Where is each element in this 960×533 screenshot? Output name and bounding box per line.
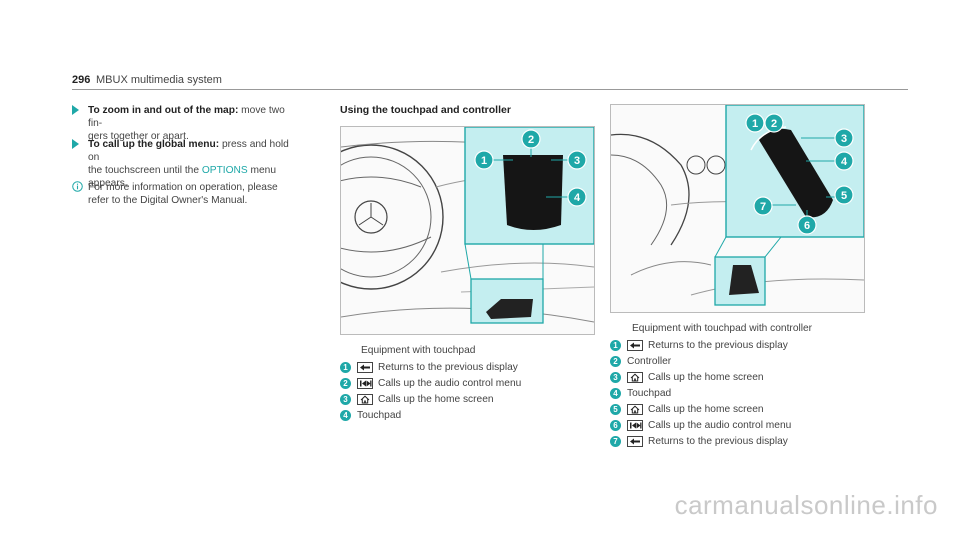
legend-item: 2 Controller xyxy=(610,354,791,370)
controller-illustration: 1 2 3 4 5 6 7 xyxy=(610,104,865,313)
svg-text:2: 2 xyxy=(771,118,777,130)
audio-icon xyxy=(357,377,373,389)
callout-2: 2 xyxy=(764,113,784,133)
page-number: 296 xyxy=(72,74,91,86)
right-caption: Equipment with touchpad with controller xyxy=(632,323,813,334)
audio-icon xyxy=(627,419,643,431)
legend-item: 4 Touchpad xyxy=(610,386,791,402)
home-icon xyxy=(627,371,643,383)
header-rule xyxy=(72,89,908,90)
callout-number: 7 xyxy=(610,435,621,447)
legend-item: 6 Calls up the audio control menu xyxy=(610,418,791,434)
callout-number: 2 xyxy=(340,377,351,389)
legend-label: Touchpad xyxy=(627,388,672,399)
legend-label: Returns to the previous display xyxy=(648,436,788,447)
legend-label: Controller xyxy=(627,356,672,367)
back-arrow-icon xyxy=(627,435,643,447)
callout-3: 3 xyxy=(551,150,587,170)
callout-7: 7 xyxy=(753,196,796,216)
callout-4: 4 xyxy=(806,151,854,171)
bullet-zoom-text: move two fin- gers together or apart. xyxy=(88,105,285,142)
legend-item: 4 Touchpad xyxy=(340,408,521,424)
svg-text:5: 5 xyxy=(841,190,847,202)
legend-label: Returns to the previous display xyxy=(648,340,788,351)
header-title: MBUX multimedia system xyxy=(96,74,222,86)
legend-label: Calls up the home screen xyxy=(648,404,764,415)
svg-text:2: 2 xyxy=(528,134,534,146)
legend-label: Calls up the home screen xyxy=(378,394,494,405)
legend-item: 7 Returns to the previous display xyxy=(610,434,791,450)
legend-label: Calls up the audio control menu xyxy=(378,378,522,389)
options-menu-label: OPTIONS xyxy=(201,165,248,176)
svg-text:4: 4 xyxy=(841,156,848,168)
info-note: For more information on operation, pleas… xyxy=(72,181,297,207)
bullet-global-heading: To call up the global menu: xyxy=(88,139,220,150)
callout-number: 6 xyxy=(610,419,621,431)
callout-number: 3 xyxy=(340,393,351,405)
callout-3: 3 xyxy=(801,128,854,148)
callout-5: 5 xyxy=(826,185,854,205)
home-icon xyxy=(357,393,373,405)
legend-item: 2 Calls up the audio control menu xyxy=(340,376,521,392)
svg-text:1: 1 xyxy=(481,155,487,167)
bullet-arrow-icon xyxy=(72,105,79,115)
bullet-global-text-1: press and hold on the touchscreen until … xyxy=(88,139,289,176)
svg-text:3: 3 xyxy=(574,155,580,167)
back-arrow-icon xyxy=(627,339,643,351)
callout-2: 2 xyxy=(521,129,541,157)
bullet-zoom-heading: To zoom in and out of the map: xyxy=(88,105,239,116)
svg-text:3: 3 xyxy=(841,133,847,145)
info-text: For more information on operation, pleas… xyxy=(88,182,278,206)
legend-label: Calls up the audio control menu xyxy=(648,420,792,431)
svg-text:4: 4 xyxy=(574,192,581,204)
info-icon xyxy=(72,181,83,192)
callout-number: 3 xyxy=(610,371,621,383)
callout-4: 4 xyxy=(546,187,587,207)
callout-6: 6 xyxy=(797,210,817,235)
callout-number: 1 xyxy=(610,339,621,351)
svg-text:7: 7 xyxy=(760,201,766,213)
legend-label: Returns to the previous display xyxy=(378,362,518,373)
svg-text:6: 6 xyxy=(804,220,810,232)
svg-text:1: 1 xyxy=(752,118,758,130)
touchpad-illustration: 1 2 3 4 xyxy=(340,126,595,335)
callout-number: 4 xyxy=(610,387,621,399)
callout-number: 4 xyxy=(340,409,351,421)
callout-number: 1 xyxy=(340,361,351,373)
legend-item: 1 Returns to the previous display xyxy=(340,360,521,376)
legend-label: Touchpad xyxy=(357,410,402,421)
legend-item: 1 Returns to the previous display xyxy=(610,338,791,354)
legend-item: 3 Calls up the home screen xyxy=(340,392,521,408)
callout-number: 2 xyxy=(610,355,621,367)
back-arrow-icon xyxy=(357,361,373,373)
legend-item: 5 Calls up the home screen xyxy=(610,402,791,418)
bullet-global-menu: To call up the global menu: press and ho… xyxy=(72,138,297,190)
bullet-zoom: To zoom in and out of the map: move two … xyxy=(72,104,297,143)
legend-label: Calls up the home screen xyxy=(648,372,764,383)
bullet-global-text-2: menu appears. xyxy=(88,165,277,189)
callout-1: 1 xyxy=(745,113,765,133)
legend-item: 3 Calls up the home screen xyxy=(610,370,791,386)
watermark: carmanualsonline.info xyxy=(674,490,938,520)
section-title: Using the touchpad and controller xyxy=(340,104,511,116)
middle-caption: Equipment with touchpad xyxy=(361,345,476,356)
callout-number: 5 xyxy=(610,403,621,415)
home-icon xyxy=(627,403,643,415)
bullet-arrow-icon xyxy=(72,139,79,149)
callout-1: 1 xyxy=(474,150,513,170)
